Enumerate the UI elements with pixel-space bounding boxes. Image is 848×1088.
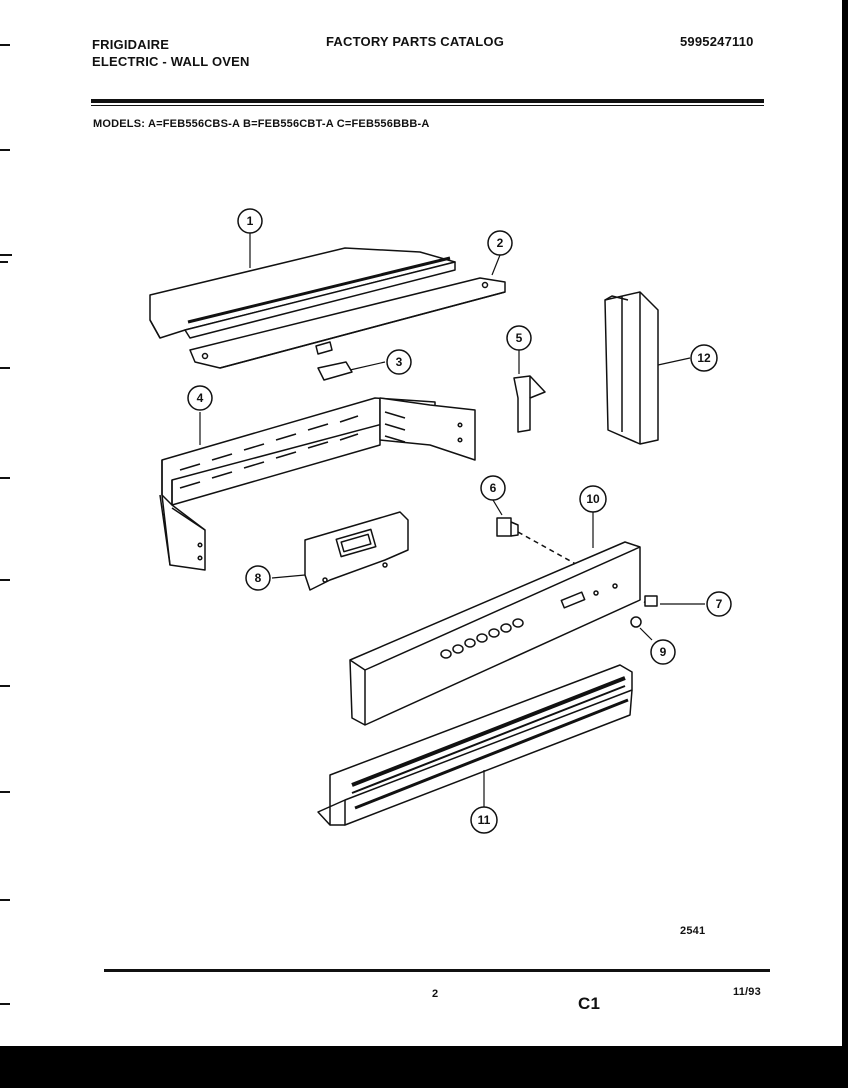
svg-text:5: 5	[516, 331, 523, 345]
part-12-vertical-channel	[604, 291, 659, 445]
callout-12: 12	[690, 344, 718, 372]
product-name: ELECTRIC - WALL OVEN	[92, 54, 250, 69]
callout-5: 5	[506, 325, 532, 351]
scan-edge-marks	[0, 44, 12, 1005]
figure-id: 2541	[680, 925, 706, 937]
svg-text:2: 2	[497, 236, 504, 250]
exploded-parts-diagram: 1 2 3 4 5 6 7 8 9 10 11 12	[149, 208, 732, 834]
callout-10: 10	[579, 485, 607, 513]
header-rule-thin	[91, 105, 764, 106]
part-10-control-panel	[349, 541, 641, 726]
svg-text:10: 10	[586, 492, 600, 506]
models-line: MODELS: A=FEB556CBS-A B=FEB556CBT-A C=FE…	[93, 118, 430, 130]
part-11-extrusion	[317, 664, 633, 826]
svg-text:3: 3	[396, 355, 403, 369]
revision-date: 11/93	[733, 986, 761, 998]
part-3-bracket	[315, 341, 353, 381]
page-number: 2	[432, 988, 439, 1000]
leader-lines	[199, 232, 705, 808]
callout-6: 6	[480, 475, 506, 501]
svg-text:1: 1	[247, 214, 254, 228]
svg-text:7: 7	[716, 597, 723, 611]
svg-text:8: 8	[255, 571, 262, 585]
svg-text:9: 9	[660, 645, 667, 659]
part-7-cap	[644, 595, 658, 607]
catalog-page: FRIGIDAIRE ELECTRIC - WALL OVEN FACTORY …	[0, 0, 842, 1046]
svg-text:12: 12	[697, 351, 711, 365]
footer-rule	[104, 969, 770, 972]
part-9-knob	[630, 616, 642, 628]
callout-4: 4	[187, 385, 213, 411]
part-1-top-cover	[149, 247, 456, 339]
part-6-switch	[496, 517, 519, 537]
part-2-trim-strip	[189, 277, 506, 369]
callout-7: 7	[706, 591, 732, 617]
callout-11: 11	[470, 806, 498, 834]
part-4-vented-housing	[159, 397, 476, 571]
part-5-bracket	[513, 375, 546, 433]
callout-9: 9	[650, 639, 676, 665]
callout-3: 3	[386, 349, 412, 375]
brand-name: FRIGIDAIRE	[92, 37, 170, 52]
catalog-title: FACTORY PARTS CATALOG	[326, 34, 505, 49]
svg-text:6: 6	[490, 481, 497, 495]
svg-text:4: 4	[197, 391, 204, 405]
catalog-number: 5995247110	[680, 34, 754, 49]
callout-8: 8	[245, 565, 271, 591]
callout-1: 1	[237, 208, 263, 234]
svg-text:11: 11	[478, 813, 491, 827]
part-8-control-board	[304, 511, 409, 591]
header-rule	[91, 99, 764, 103]
callout-2: 2	[487, 230, 513, 256]
section-code: C1	[578, 994, 601, 1013]
